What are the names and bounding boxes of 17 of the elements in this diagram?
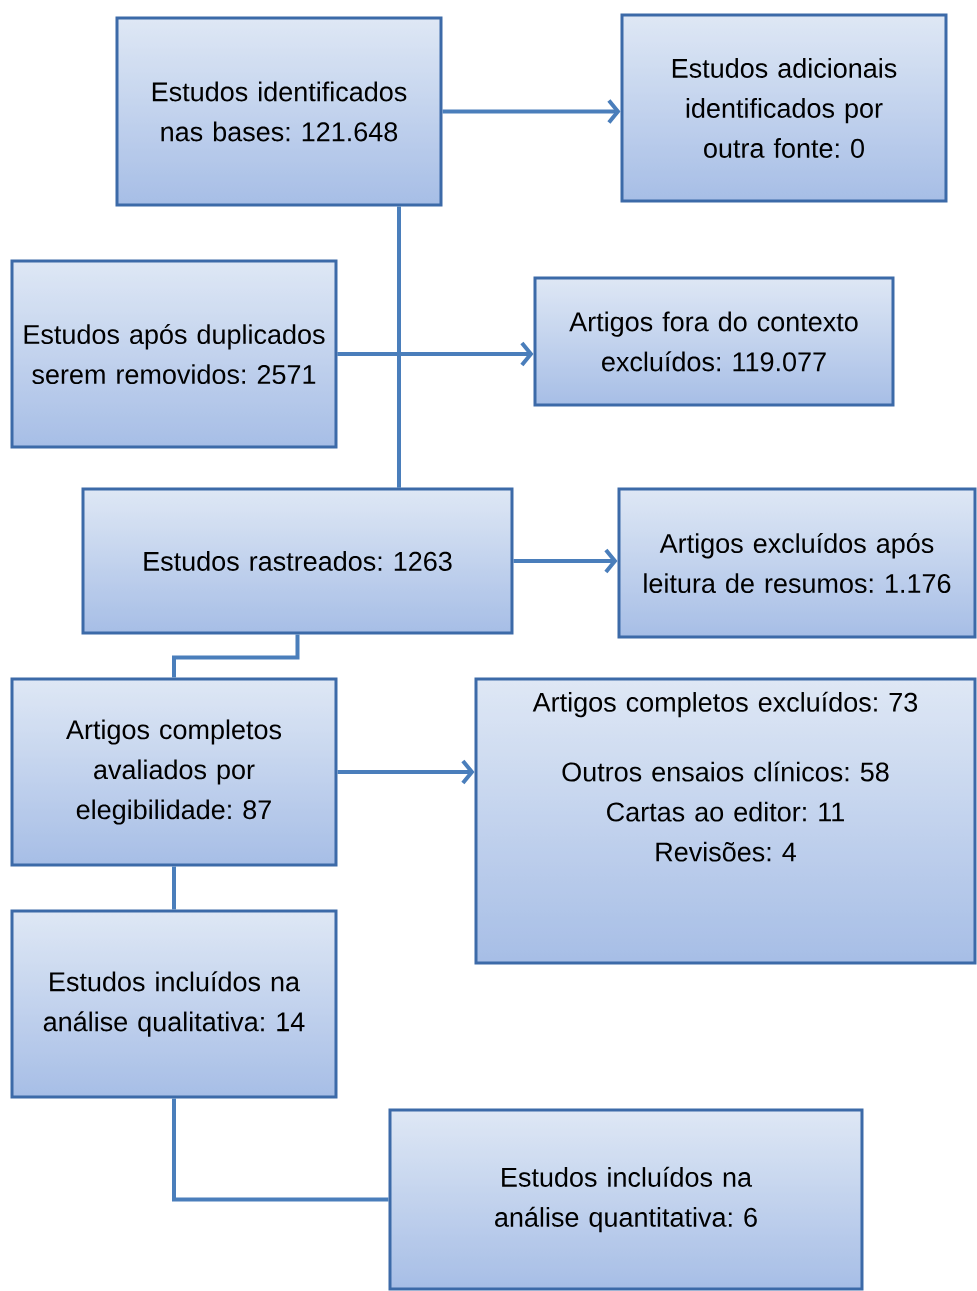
process-box: Artigos completos avaliados por elegibilidade: 87 [10,677,338,867]
connector-line [172,1098,389,1202]
arrow [513,548,618,574]
process-box: Artigos excluídos após leitura de resumos: 1.176 [617,487,977,639]
connector-line [172,634,300,678]
process-box: Estudos incluídos na análise qualitativa: 14 [10,909,338,1099]
process-box: Estudos identificados nas bases: 121.648 [115,16,443,207]
process-box: Estudos adicionais identificados por outra fonte: 0 [620,13,948,203]
connector-line [337,352,401,488]
process-box: Estudos rastreados: 1263 [81,487,514,635]
process-box: Artigos fora do contexto excluídos: 119.077 [533,276,895,407]
process-box: Estudos incluídos na análise quantitativa: 6 [388,1108,864,1291]
process-box: Artigos completos excluídos: 73 Outros ensaios clínicos: 58 Cartas ao editor: 11 Revisões: 4 [474,677,977,965]
arrow [442,99,621,124]
connector-line [172,866,176,910]
process-box: Estudos após duplicados serem removidos: 2571 [10,259,338,449]
arrow [337,759,475,785]
